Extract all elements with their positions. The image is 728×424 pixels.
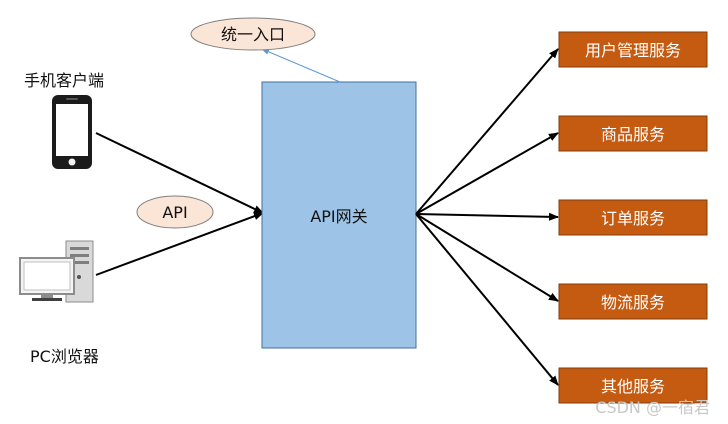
mobile-phone-icon: [52, 95, 92, 169]
api-callout-label: API: [162, 203, 187, 222]
service-product: 商品服务: [558, 115, 708, 152]
api-callout: API: [136, 195, 214, 229]
service-logistics-label: 物流服务: [601, 293, 665, 312]
service-order: 订单服务: [558, 199, 708, 236]
api-gateway-label: API网关: [310, 207, 367, 226]
desktop-pc-icon: [19, 240, 94, 303]
unified-entry-arrow: [261, 48, 341, 83]
gateway-to-logistics-service-arrow: [415, 213, 559, 302]
service-other: 其他服务: [558, 367, 708, 404]
gateway-to-product-service-arrow: [415, 132, 559, 215]
service-order-label: 订单服务: [601, 209, 665, 228]
gateway-to-user-service-arrow: [415, 48, 559, 215]
pc-browser-label: PC浏览器: [30, 347, 99, 366]
unified-entry-callout: 统一入口: [190, 17, 316, 51]
mobile-to-gateway-arrow: [95, 132, 264, 214]
service-logistics: 物流服务: [558, 283, 708, 320]
csdn-watermark: CSDN @一宿君: [595, 398, 710, 417]
mobile-client-label: 手机客户端: [24, 71, 104, 90]
pc-to-gateway-arrow: [95, 212, 264, 276]
service-product-label: 商品服务: [601, 125, 665, 144]
gateway-to-order-service-arrow: [415, 212, 559, 221]
service-other-label: 其他服务: [601, 377, 665, 396]
gateway-to-other-service-arrow: [415, 213, 559, 386]
api-gateway: API网关: [261, 81, 417, 349]
service-user-management: 用户管理服务: [558, 31, 708, 68]
unified-entry-label: 统一入口: [221, 25, 285, 44]
service-user-management-label: 用户管理服务: [585, 41, 681, 60]
